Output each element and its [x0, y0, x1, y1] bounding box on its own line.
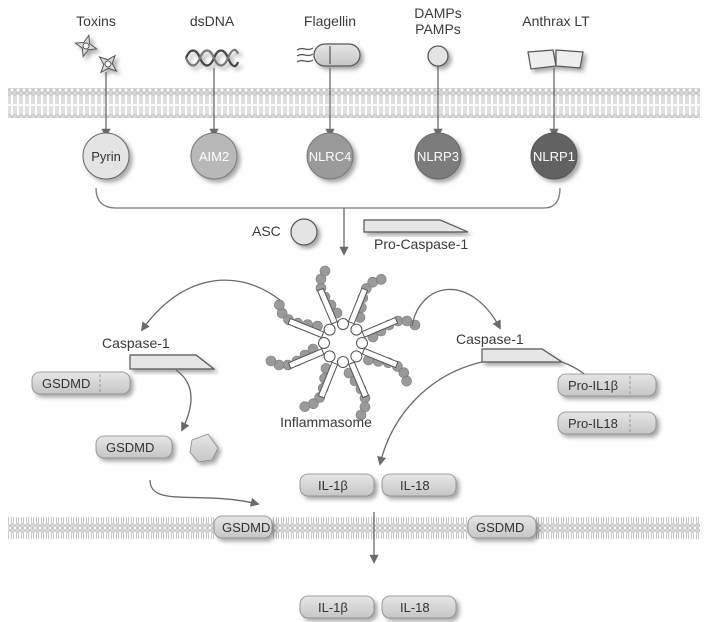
plasma-membrane-bottom-left	[8, 516, 214, 540]
gsdmd-pore-left: GSDMD	[213, 515, 273, 539]
gsdmd-cleaved-pill: GSDMD	[95, 435, 173, 459]
pro-il18-label: Pro-IL18	[568, 416, 618, 431]
receptor-nlrp1-label: NLRP1	[533, 149, 575, 164]
il18-inner-pill: IL-18	[381, 473, 457, 497]
label-asc: ASC	[252, 223, 281, 239]
receptor-nlrc4: NLRC4	[306, 132, 354, 180]
pro-il1b-label: Pro-IL1β	[568, 378, 618, 393]
gsdmd-full-pill: GSDMD	[31, 371, 131, 395]
pro-il18-pill: Pro-IL18	[557, 411, 657, 435]
flagellin-icon	[296, 43, 361, 67]
inflammasome-complex	[265, 265, 421, 421]
receptor-nlrp1: NLRP1	[530, 132, 578, 180]
il18-inner-label: IL-18	[400, 478, 430, 493]
caspase-1-right-shape	[481, 348, 565, 363]
stimulus-arrows	[101, 66, 559, 138]
arrow-gsdmd-to-membrane	[149, 479, 260, 507]
il18-outer-pill: IL-18	[381, 595, 457, 619]
receptor-nlrc4-label: NLRC4	[309, 149, 352, 164]
receptor-nlrp3-label: NLRP3	[417, 149, 459, 164]
damps-pamps-icon	[427, 45, 449, 67]
plasma-membrane-top	[8, 88, 700, 118]
anthrax-lt-icon	[527, 49, 584, 70]
receptor-bracket	[95, 187, 561, 209]
label-dsdna: dsDNA	[190, 13, 235, 29]
plasma-membrane-bottom-right	[536, 516, 700, 540]
label-flagellin: Flagellin	[304, 13, 356, 29]
label-toxins: Toxins	[76, 13, 116, 29]
arrow-cleave-gsdmd	[175, 369, 192, 432]
pro-il1b-pill: Pro-IL1β	[557, 373, 657, 397]
arrow-to-caspase-left	[140, 279, 281, 332]
receptor-aim2-label: AIM2	[199, 149, 229, 164]
gsdmd-fragment-icon	[189, 433, 219, 463]
gsdmd-cleaved-label: GSDMD	[106, 440, 154, 455]
plasma-membrane-bottom-mid	[272, 516, 468, 540]
il1b-outer-label: IL-1β	[318, 600, 348, 615]
asc-icon	[290, 218, 318, 246]
receptor-aim2: AIM2	[190, 132, 238, 180]
gsdmd-pore-right-label: GSDMD	[476, 520, 524, 535]
gsdmd-pore-left-label: GSDMD	[222, 520, 270, 535]
label-pamps: PAMPs	[415, 21, 461, 37]
label-damps: DAMPs	[414, 5, 461, 21]
il1b-outer-pill: IL-1β	[299, 595, 375, 619]
receptor-pyrin: Pyrin	[82, 132, 130, 180]
il1b-inner-pill: IL-1β	[299, 473, 375, 497]
label-anthrax: Anthrax LT	[522, 13, 590, 29]
toxins-icon	[73, 33, 118, 74]
arrow-to-il-products	[377, 361, 483, 466]
il18-outer-label: IL-18	[400, 600, 430, 615]
gsdmd-full-label: GSDMD	[42, 376, 90, 391]
label-caspase-1-right: Caspase-1	[456, 331, 524, 347]
arrow-to-caspase-right	[411, 288, 501, 330]
label-pro-caspase-1: Pro-Caspase-1	[374, 236, 468, 252]
pro-caspase-1-shape	[363, 219, 469, 233]
label-inflammasome: Inflammasome	[280, 414, 372, 430]
il1b-inner-label: IL-1β	[318, 478, 348, 493]
label-caspase-1-left: Caspase-1	[102, 335, 170, 351]
receptor-pyrin-label: Pyrin	[91, 149, 121, 164]
gsdmd-pore-right: GSDMD	[467, 515, 537, 539]
caspase-1-left-shape	[129, 354, 216, 370]
receptor-nlrp3: NLRP3	[414, 132, 462, 180]
dsdna-icon	[184, 48, 240, 68]
